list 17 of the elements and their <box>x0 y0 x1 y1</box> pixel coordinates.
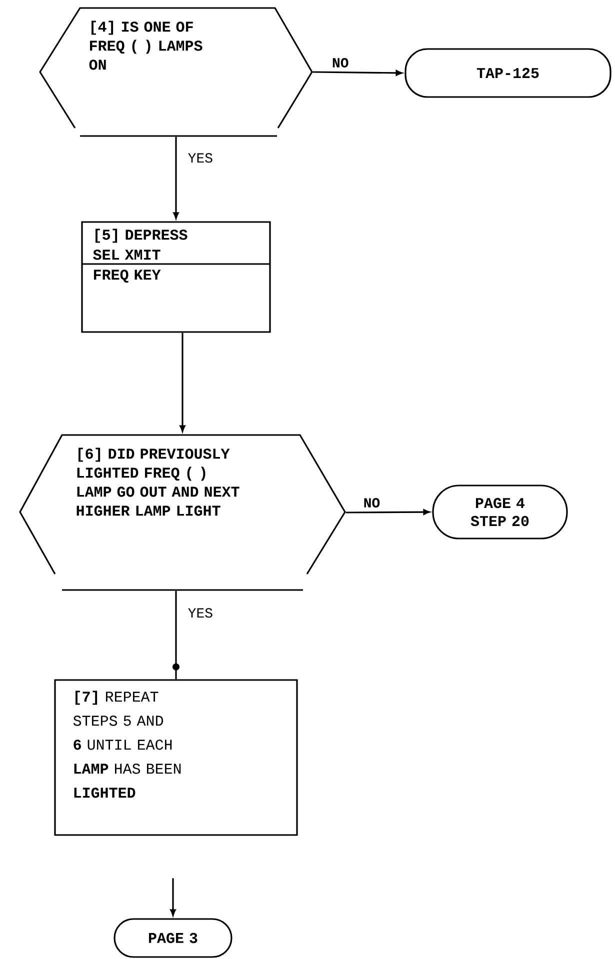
arrow <box>173 136 179 219</box>
edge-label: YES <box>188 608 212 618</box>
arrow <box>170 878 176 916</box>
process-box: [5] DEPRESS SEL XMIT FREQ KEY <box>81 221 271 333</box>
edge-label: NO <box>364 498 380 508</box>
decision-hexagon: [4] IS ONE OF FREQ ( ) LAMPS ON <box>39 7 313 137</box>
arrow <box>180 332 186 432</box>
terminal-box: PAGE 3 <box>114 918 232 958</box>
arrow <box>172 590 180 680</box>
process-box: [7] REPEAT STEPS 5 AND 6 UNTIL EACH LAMP HAS BEEN LIGHTED <box>54 679 298 836</box>
arrow <box>312 70 402 76</box>
decision-hexagon: [6] DID PREVIOUSLY LIGHTED FREQ ( ) LAMP GO OUT AND NEXT HIGHER LAMP LIGHT <box>19 434 346 591</box>
edge-label: NO <box>332 58 348 68</box>
edge-label: YES <box>188 153 212 163</box>
terminal-box: PAGE 4 STEP 20 <box>432 484 568 540</box>
terminal-box: TAP-125 <box>404 48 612 98</box>
arrow <box>346 509 430 515</box>
